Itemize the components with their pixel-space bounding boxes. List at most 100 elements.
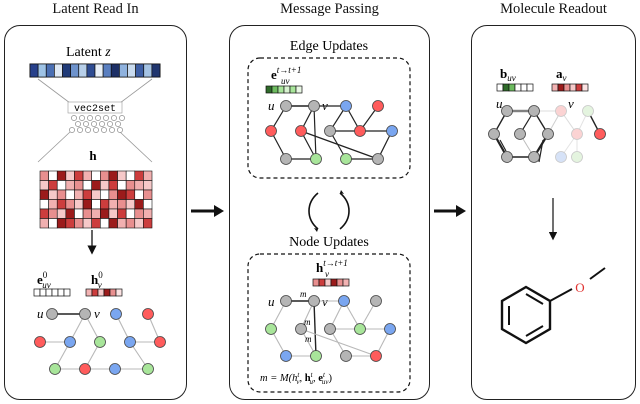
h-matrix-cell: [82, 180, 92, 191]
vec2set-funnel: vec2set: [37, 78, 153, 163]
h-matrix-cell: [143, 170, 153, 181]
h-matrix-cell: [125, 189, 136, 200]
node-h-cell: [342, 278, 350, 287]
vec2set-neuron: [93, 127, 99, 133]
edge-e-vector: [265, 85, 303, 94]
edge-e-cell: [283, 85, 291, 94]
h-matrix-cell: [48, 189, 58, 200]
edge-updates-title: Edge Updates: [290, 39, 368, 54]
h0-cell: [115, 288, 123, 297]
h0-vector: [85, 288, 123, 297]
h-matrix-cell: [65, 189, 75, 200]
h-matrix-cell: [48, 218, 58, 229]
h-matrix-cell: [65, 170, 75, 181]
graph-node: [46, 308, 58, 320]
graph-node: [340, 350, 352, 362]
h-matrix-cell: [108, 218, 118, 229]
h-matrix-cell: [56, 208, 67, 219]
edge-updates-box: [247, 57, 411, 179]
h0-cell: [91, 288, 99, 297]
readout-v-label: v: [568, 96, 574, 111]
a-v-label: av: [556, 66, 567, 83]
h-matrix-cell: [100, 218, 110, 229]
h-matrix-cell: [117, 218, 127, 229]
graph-node: [49, 363, 61, 375]
graph-edge: [300, 328, 377, 357]
graph-node: [110, 308, 122, 320]
cycle-arrows: [308, 190, 350, 232]
h-matrix-cell: [39, 218, 49, 229]
vec2set-neuron: [69, 127, 75, 133]
h-matrix-cell: [134, 189, 144, 200]
h-matrix-cell: [82, 199, 92, 210]
graph-node: [295, 323, 307, 335]
h-matrix-cell: [39, 208, 49, 219]
h-matrix-cell: [100, 170, 110, 181]
node-h-cell: [318, 278, 326, 287]
message-passing-title: Message Passing: [280, 1, 379, 17]
readout-node: [501, 151, 513, 163]
latent-z-cell: [94, 63, 104, 78]
h-matrix-cell: [91, 199, 101, 210]
h-matrix-cell: [125, 218, 136, 229]
latent-z-cell: [135, 63, 145, 78]
vec2set-neuron: [109, 127, 115, 133]
readout-node: [555, 151, 567, 163]
graph-node: [310, 350, 322, 362]
graph-node: [280, 100, 292, 112]
latent-z-cell: [143, 63, 153, 78]
node-h-cell: [324, 278, 332, 287]
readout-node: [514, 128, 526, 140]
h-matrix-cell: [125, 180, 136, 191]
h-matrix-cell: [100, 208, 110, 219]
vec2set-neuron: [103, 115, 109, 121]
graph-node: [142, 363, 154, 375]
b-uv-cell: [526, 83, 534, 92]
h-matrix-cell: [82, 218, 92, 229]
latent-z-cell: [127, 63, 136, 78]
h-matrix-cell: [125, 170, 136, 181]
h-matrix-cell: [48, 180, 58, 191]
h-matrix-cell: [39, 189, 49, 200]
vec2set-neuron: [77, 127, 83, 133]
h-matrix-cell: [134, 199, 144, 210]
a-v-vector: [551, 83, 589, 92]
h-matrix-cell: [74, 208, 84, 219]
graph-node: [370, 295, 382, 307]
readout-node: [582, 105, 594, 117]
a-v-cell: [557, 83, 565, 92]
graph-node: [308, 100, 320, 112]
molecule-readout-title: Molecule Readout: [500, 1, 607, 17]
graph-node: [64, 336, 76, 348]
vec2set-neuron: [115, 121, 121, 127]
h-matrix-cell: [108, 189, 118, 200]
vec2set-neuron: [83, 121, 89, 127]
e0-cell: [45, 288, 53, 297]
h-matrix-cell: [108, 180, 118, 191]
a-v-cell: [569, 83, 577, 92]
h-matrix-cell: [74, 180, 84, 191]
h-matrix-cell: [65, 218, 75, 229]
latent-z-cell: [54, 63, 63, 78]
a-v-cell: [563, 83, 571, 92]
graph-node: [94, 336, 106, 348]
h-matrix-cell: [143, 189, 153, 200]
h-matrix-cell: [74, 170, 84, 181]
latent-z-cell: [29, 63, 39, 78]
h-matrix-cell: [82, 189, 92, 200]
vec2set-label: vec2set: [74, 104, 116, 115]
latent-u-label: u: [37, 306, 44, 321]
vec2set-neuron: [111, 115, 117, 121]
vec2set-neuron: [75, 121, 81, 127]
latent-graph: [34, 308, 166, 375]
h-matrix-cell: [74, 189, 84, 200]
h-matrix-cell: [100, 189, 110, 200]
latent-z-cell: [78, 63, 88, 78]
message-m-label-3: m: [305, 334, 312, 344]
latent-label: Latent z: [66, 45, 111, 60]
h-matrix-cell: [91, 218, 101, 229]
